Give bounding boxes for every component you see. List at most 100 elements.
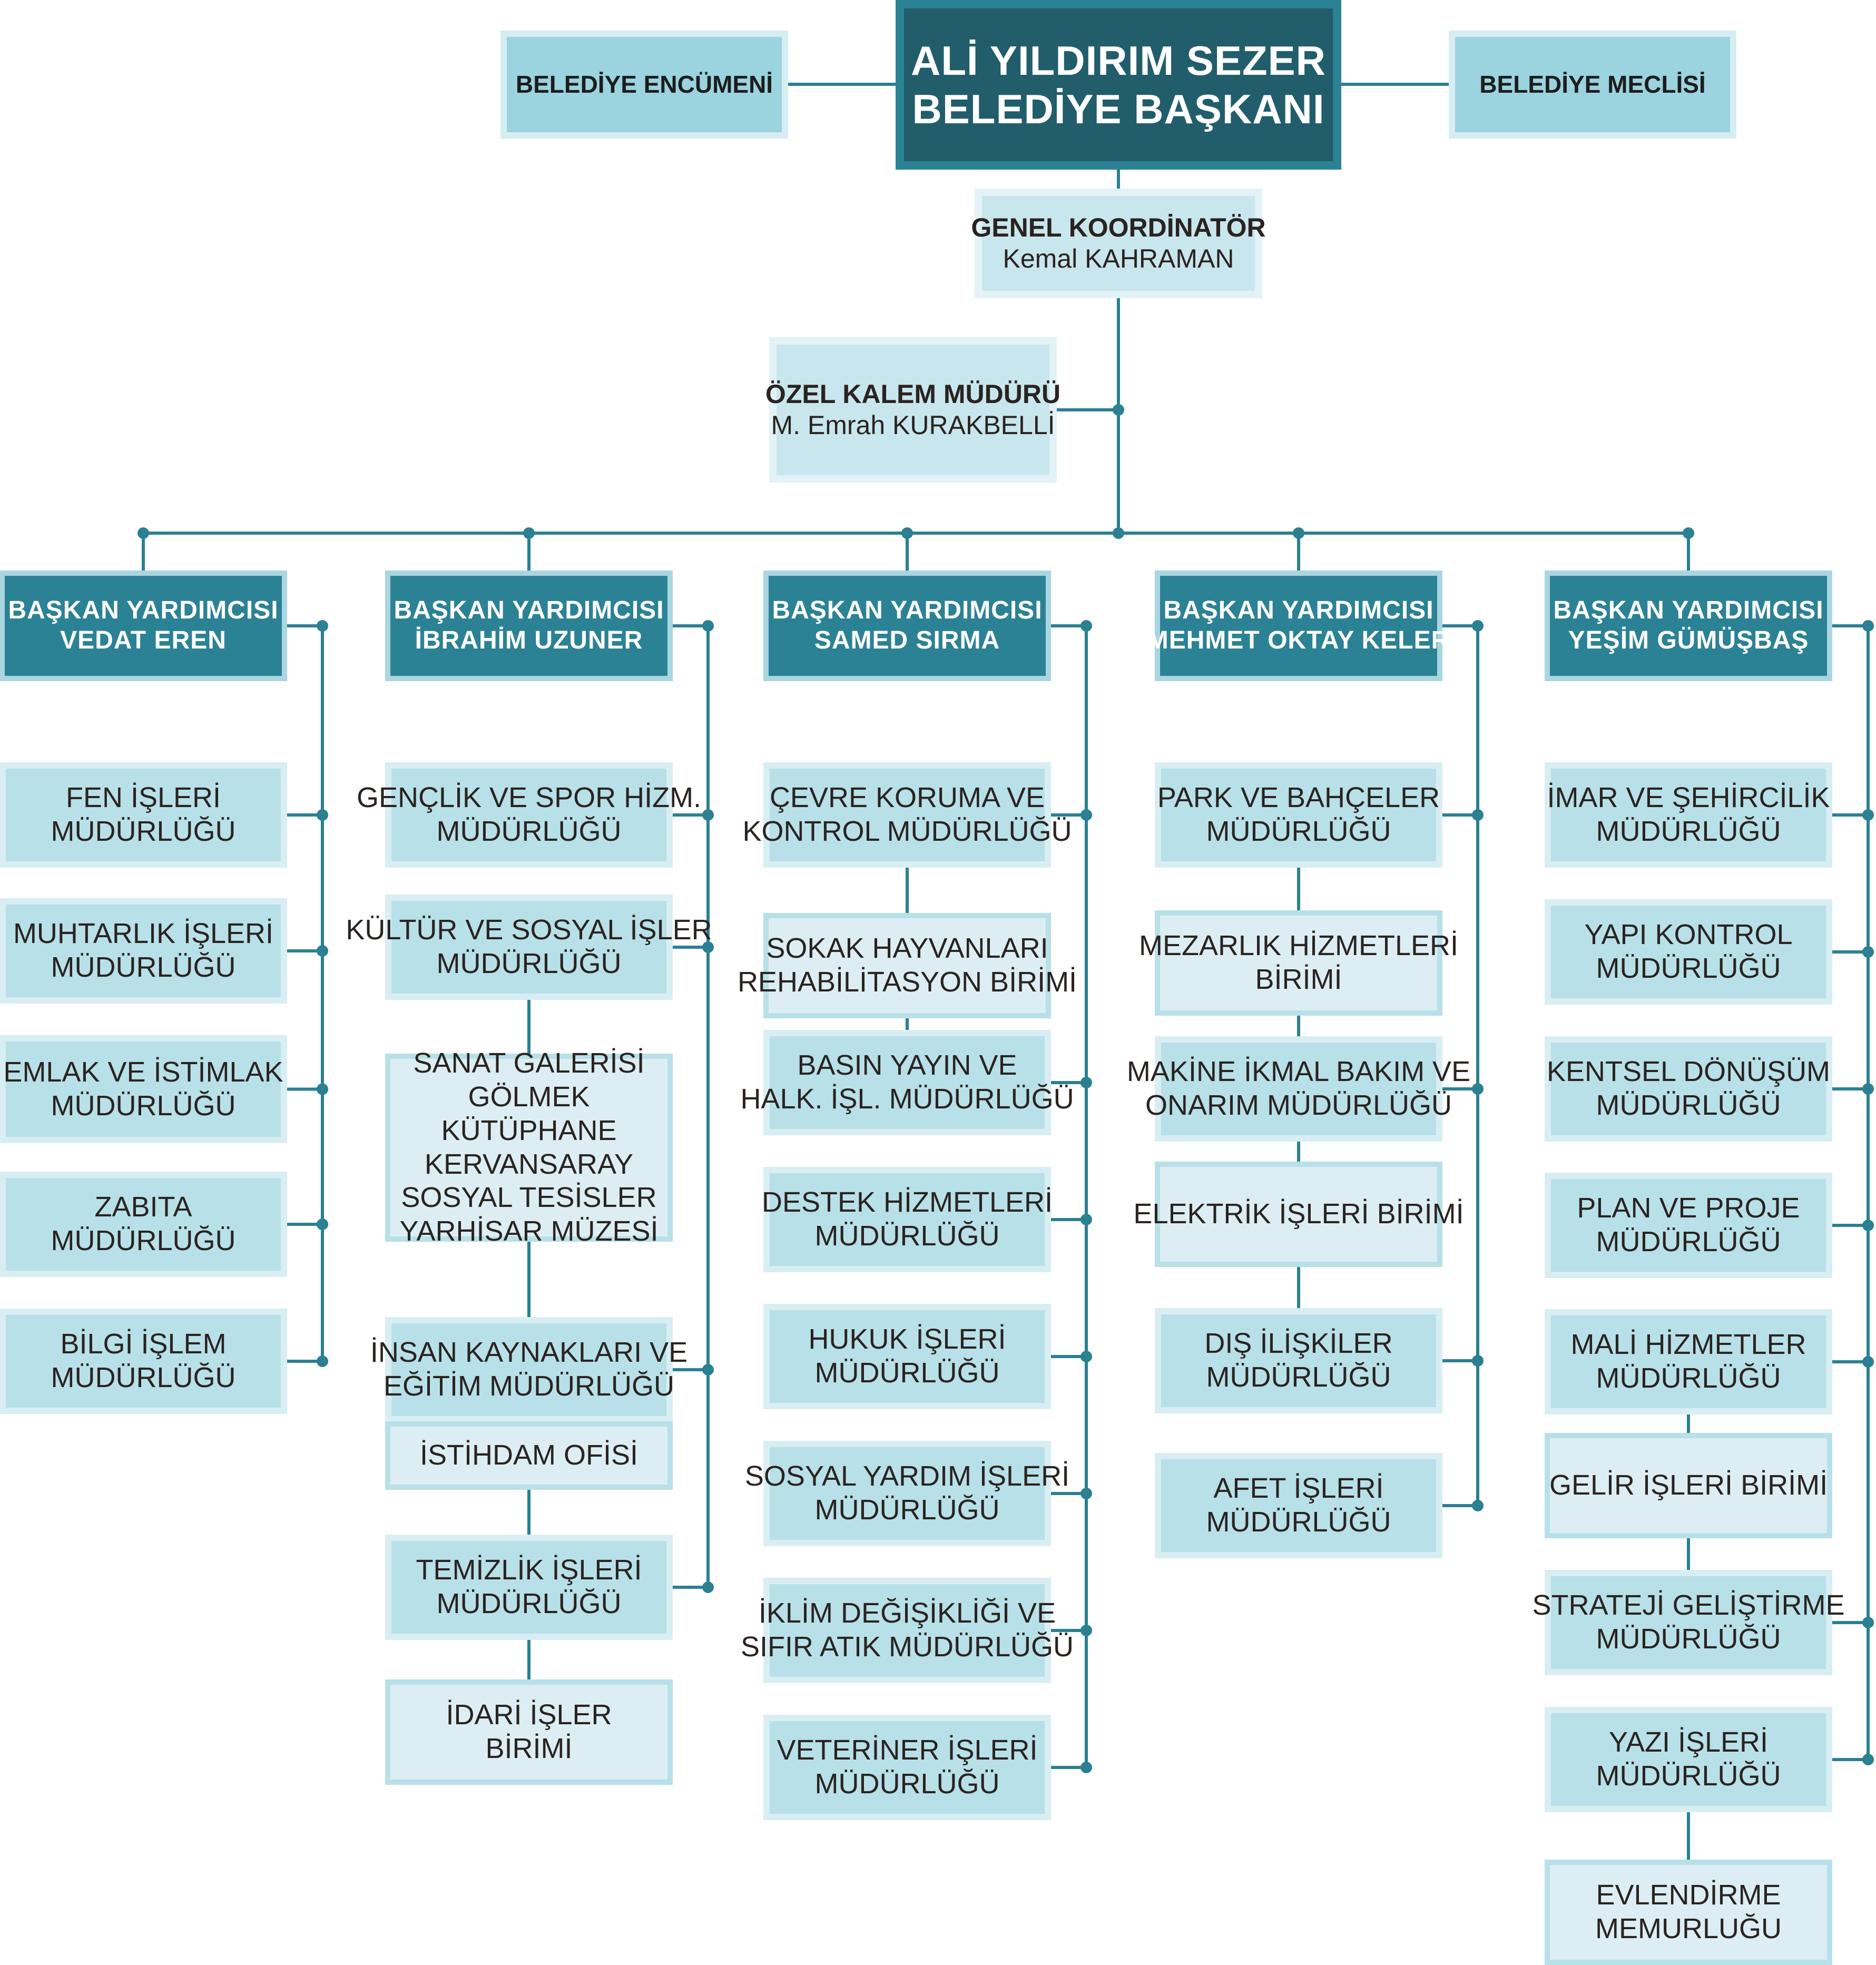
unit-box-2-3-line: SANAT GALERİSİ bbox=[413, 1047, 645, 1079]
unit-box-2-3-line: YARHİSAR MÜZESİ bbox=[399, 1215, 659, 1247]
connector-lines bbox=[137, 83, 1874, 1860]
vice-mayor-box-4-line: MEHMET OKTAY KELER bbox=[1147, 626, 1450, 654]
unit-box-5-9-line: MEMURLUĞU bbox=[1595, 1913, 1782, 1944]
unit-box-3-2-line: REHABİLİTASYON BİRİMİ bbox=[737, 966, 1077, 998]
vice-mayor-box-1-line: BAŞKAN YARDIMCISI bbox=[8, 596, 279, 625]
general-coordinator-title: GENEL KOORDİNATÖR bbox=[971, 213, 1266, 242]
connector-node-1 bbox=[1113, 404, 1124, 416]
directorate-box-5-1-line: MÜDÜRLÜĞÜ bbox=[1596, 816, 1781, 847]
private-office-name: M. Emrah KURAKBELLİ bbox=[771, 410, 1055, 440]
unit-box-2-3-line: SOSYAL TESİSLER bbox=[401, 1182, 657, 1214]
directorate-box-3-7-line: İKLİM DEĞİŞİKLİĞİ VE bbox=[758, 1597, 1056, 1629]
directorate-box-3-3-line: HALK. İŞL. MÜDÜRLÜĞÜ bbox=[740, 1083, 1074, 1115]
directorate-box-2-4-line: EĞİTİM MÜDÜRLÜĞÜ bbox=[384, 1370, 674, 1402]
connector-node-2 bbox=[1113, 527, 1124, 539]
municipal-committee-box: BELEDİYE ENCÜMENİ bbox=[500, 31, 788, 139]
directorate-box-1-4-line: MÜDÜRLÜĞÜ bbox=[51, 1225, 236, 1256]
directorate-box-5-1-line: İMAR VE ŞEHİRCİLİK bbox=[1547, 782, 1830, 814]
directorate-box-5-7-line: MÜDÜRLÜĞÜ bbox=[1596, 1623, 1781, 1655]
vice-mayor-box-3-line: SAMED SIRMA bbox=[814, 626, 1000, 654]
directorate-box-1-5-line: MÜDÜRLÜĞÜ bbox=[51, 1362, 236, 1393]
directorate-box-2-6-line: TEMİZLİK İŞLERİ bbox=[416, 1554, 642, 1586]
directorate-box-2-1-line: GENÇLİK VE SPOR HİZM. bbox=[356, 782, 702, 814]
directorate-box-5-8-line: MÜDÜRLÜĞÜ bbox=[1596, 1760, 1781, 1792]
directorate-box-1-1-line: FEN İŞLERİ bbox=[65, 782, 221, 814]
unit-box-5-6-line: GELİR İŞLERİ BİRİMİ bbox=[1549, 1469, 1828, 1501]
vice-mayor-box-4-line: BAŞKAN YARDIMCISI bbox=[1163, 596, 1434, 625]
directorate-box-2-2-line: MÜDÜRLÜĞÜ bbox=[436, 948, 622, 979]
directorate-box-1-4-line: ZABITA bbox=[94, 1191, 192, 1223]
directorate-box-1-5-line: BİLGİ İŞLEM bbox=[60, 1328, 227, 1360]
directorate-box-5-4-line: PLAN VE PROJE bbox=[1577, 1192, 1800, 1224]
directorate-box-5-8-line: YAZI İŞLERİ bbox=[1608, 1726, 1769, 1758]
directorate-box-4-3-line: ONARIM MÜDÜRLÜĞÜ bbox=[1145, 1089, 1452, 1121]
mayor-name: ALİ YILDIRIM SEZER bbox=[911, 37, 1326, 84]
directorate-box-4-1-line: PARK VE BAHÇELER bbox=[1157, 782, 1440, 814]
municipal-council-label: BELEDİYE MECLİSİ bbox=[1479, 71, 1706, 99]
unit-box-5-9-line: EVLENDİRME bbox=[1596, 1879, 1781, 1911]
directorate-box-1-2-line: MÜDÜRLÜĞÜ bbox=[51, 951, 236, 983]
directorate-box-5-3-line: KENTSEL DÖNÜŞÜM bbox=[1546, 1056, 1831, 1088]
vice-mayor-box-1-line: VEDAT EREN bbox=[60, 626, 227, 654]
directorate-box-3-8-line: VETERİNER İŞLERİ bbox=[777, 1734, 1038, 1766]
directorate-box-2-6-line: MÜDÜRLÜĞÜ bbox=[436, 1588, 622, 1619]
directorate-box-5-2-line: YAPI KONTROL bbox=[1584, 919, 1793, 951]
directorate-box-2-4-line: İNSAN KAYNAKLARI VE bbox=[370, 1337, 688, 1369]
directorate-box-3-6-line: SOSYAL YARDIM İŞLERİ bbox=[744, 1460, 1070, 1492]
directorate-box-4-1-line: MÜDÜRLÜĞÜ bbox=[1206, 816, 1391, 847]
unit-box-4-4-line: ELEKTRİK İŞLERİ BİRİMİ bbox=[1133, 1198, 1464, 1230]
directorate-box-3-8-line: MÜDÜRLÜĞÜ bbox=[814, 1768, 1000, 1800]
private-office-box: ÖZEL KALEM MÜDÜRÜ M. Emrah KURAKBELLİ bbox=[765, 337, 1060, 483]
municipal-council-box: BELEDİYE MECLİSİ bbox=[1449, 31, 1736, 139]
directorate-box-4-6-line: MÜDÜRLÜĞÜ bbox=[1206, 1506, 1391, 1538]
directorate-box-3-4-line: DESTEK HİZMETLERİ bbox=[761, 1186, 1053, 1219]
directorate-box-1-3-line: MÜDÜRLÜĞÜ bbox=[51, 1089, 236, 1122]
directorate-box-3-1-line: ÇEVRE KORUMA VE bbox=[769, 782, 1045, 814]
private-office-title: ÖZEL KALEM MÜDÜRÜ bbox=[765, 379, 1061, 409]
unit-box-4-2-line: BİRİMİ bbox=[1255, 964, 1342, 995]
directorate-box-3-6-line: MÜDÜRLÜĞÜ bbox=[814, 1494, 1000, 1526]
vice-mayor-box-3-line: BAŞKAN YARDIMCISI bbox=[772, 596, 1043, 625]
general-coordinator-name: Kemal KAHRAMAN bbox=[1003, 244, 1234, 273]
directorate-box-3-1-line: KONTROL MÜDÜRLÜĞÜ bbox=[742, 816, 1072, 847]
unit-box-2-3-line: KERVANSARAY bbox=[424, 1148, 634, 1180]
directorate-box-3-3-line: BASIN YAYIN VE bbox=[797, 1049, 1017, 1082]
directorate-box-5-4-line: MÜDÜRLÜĞÜ bbox=[1596, 1226, 1781, 1257]
directorate-box-5-5-line: MÜDÜRLÜĞÜ bbox=[1596, 1362, 1781, 1394]
directorate-box-1-3-line: EMLAK VE İSTİMLAK bbox=[3, 1056, 283, 1088]
directorate-box-5-3-line: MÜDÜRLÜĞÜ bbox=[1596, 1089, 1781, 1121]
vice-mayor-box-2-line: İBRAHİM UZUNER bbox=[415, 626, 643, 654]
directorate-box-3-5-line: HUKUK İŞLERİ bbox=[808, 1323, 1006, 1355]
directorate-box-2-2-line: KÜLTÜR VE SOSYAL İŞLER bbox=[346, 914, 712, 946]
directorate-box-3-5-line: MÜDÜRLÜĞÜ bbox=[814, 1357, 1000, 1389]
general-coordinator-box: GENEL KOORDİNATÖR Kemal KAHRAMAN bbox=[971, 189, 1266, 298]
directorate-box-5-2-line: MÜDÜRLÜĞÜ bbox=[1596, 952, 1781, 984]
mayor-title: BELEDİYE BAŞKANI bbox=[912, 86, 1325, 132]
directorate-box-2-1: GENÇLİK VE SPOR HİZM.MÜDÜRLÜĞÜ bbox=[357, 762, 701, 868]
